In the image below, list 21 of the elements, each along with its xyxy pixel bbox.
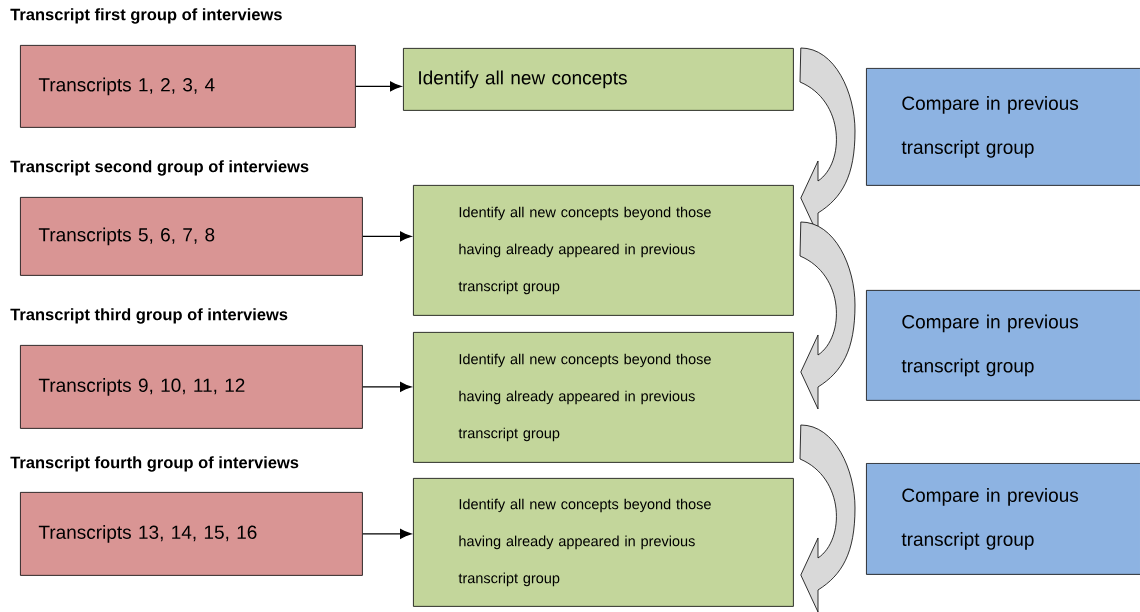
- group-heading: Transcript first group of interviews: [10, 8, 282, 24]
- concept-box: Identify all new concepts beyond those having already appeared in previous transcript group: [413, 185, 794, 316]
- compare-box: Compare in previous transcript group: [866, 68, 1140, 186]
- arrow: [362, 381, 412, 392]
- group-heading: Transcript second group of interviews: [10, 160, 309, 176]
- transcript-box: Transcripts 9, 10, 11, 12: [20, 345, 363, 429]
- transcript-box: Transcripts 1, 2, 3, 4: [20, 45, 356, 128]
- compare-box: Compare in previous transcript group: [866, 463, 1140, 575]
- concept-box: Identify all new concepts beyond those having already appeared in previous transcript group: [413, 332, 794, 463]
- transcript-box: Transcripts 13, 14, 15, 16: [20, 492, 363, 576]
- transcript-box: Transcripts 5, 6, 7, 8: [20, 197, 363, 276]
- arrow: [362, 231, 412, 242]
- arrow: [355, 81, 402, 92]
- curved-block-arrow: [799, 424, 856, 612]
- arrow: [362, 528, 412, 539]
- group-heading: Transcript fourth group of interviews: [10, 456, 299, 472]
- curved-block-arrow: [799, 221, 856, 410]
- compare-box: Compare in previous transcript group: [866, 290, 1140, 401]
- concept-box: Identify all new concepts beyond those having already appeared in previous transcript group: [413, 478, 794, 607]
- group-heading: Transcript third group of interviews: [10, 308, 288, 324]
- concept-box: Identify all new concepts: [403, 48, 794, 111]
